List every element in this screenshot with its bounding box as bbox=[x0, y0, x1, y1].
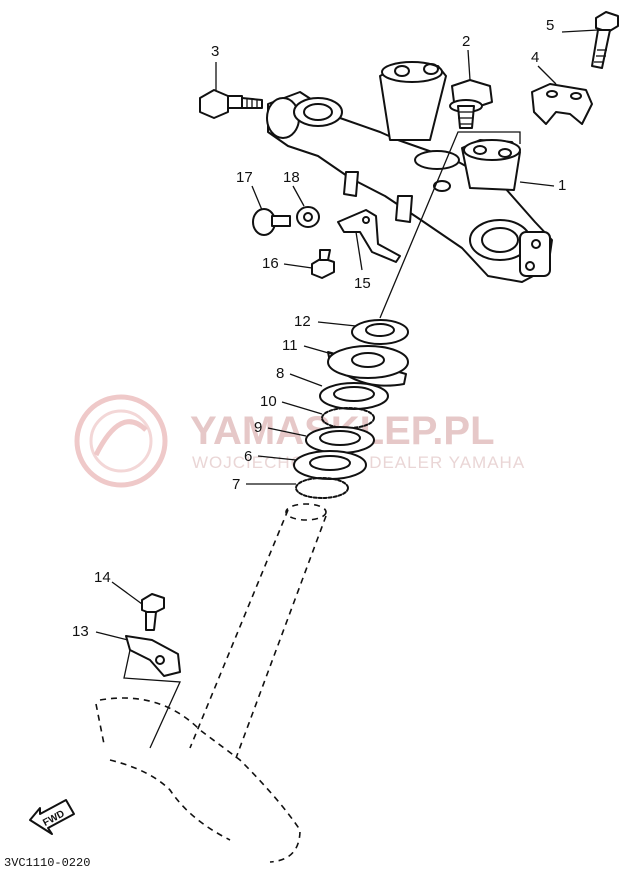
bolt-5 bbox=[591, 11, 619, 69]
callout-6: 6 bbox=[244, 448, 252, 465]
callout-10: 10 bbox=[260, 393, 277, 410]
bolt-2 bbox=[449, 79, 493, 129]
callout-4: 4 bbox=[531, 49, 539, 66]
steering-stem bbox=[95, 503, 327, 863]
callout-15: 15 bbox=[354, 275, 371, 292]
ring-nut-12 bbox=[351, 319, 409, 345]
callout-labels: 1 2 3 4 5 6 7 8 9 10 11 12 13 14 15 16 1… bbox=[72, 17, 566, 640]
washer-11 bbox=[327, 345, 409, 387]
leader-lines bbox=[95, 29, 599, 749]
ball-bearing-7 bbox=[295, 477, 349, 499]
handlebar-holder-4 bbox=[531, 83, 593, 125]
cable-guide-13 bbox=[125, 635, 181, 677]
callout-12: 12 bbox=[294, 313, 311, 330]
callout-1: 1 bbox=[558, 177, 566, 194]
bolt-14 bbox=[141, 593, 165, 631]
callout-13: 13 bbox=[72, 623, 89, 640]
bolt-17 bbox=[252, 208, 291, 236]
callout-3: 3 bbox=[211, 43, 219, 60]
callout-18: 18 bbox=[283, 169, 300, 186]
callout-9: 9 bbox=[254, 419, 262, 436]
bracket-15 bbox=[337, 209, 401, 263]
callout-17: 17 bbox=[236, 169, 253, 186]
callout-2: 2 bbox=[462, 33, 470, 50]
watermark-logo-icon bbox=[74, 394, 168, 488]
forward-direction-arrow: FWD bbox=[29, 799, 75, 835]
upper-bracket bbox=[266, 61, 553, 283]
callout-16: 16 bbox=[262, 255, 279, 272]
callout-11: 11 bbox=[282, 337, 298, 354]
callout-14: 14 bbox=[94, 569, 111, 586]
callout-8: 8 bbox=[276, 365, 284, 382]
callout-5: 5 bbox=[546, 17, 554, 34]
bolt-3 bbox=[199, 89, 263, 119]
bearing-race-9 bbox=[305, 426, 375, 454]
callout-7: 7 bbox=[232, 476, 240, 493]
drawing-code: 3VC1110-0220 bbox=[4, 856, 90, 870]
washer-18 bbox=[296, 206, 320, 228]
bolt-16 bbox=[311, 249, 335, 279]
bearing-race-8 bbox=[319, 382, 389, 410]
dust-seal-6 bbox=[293, 450, 367, 480]
